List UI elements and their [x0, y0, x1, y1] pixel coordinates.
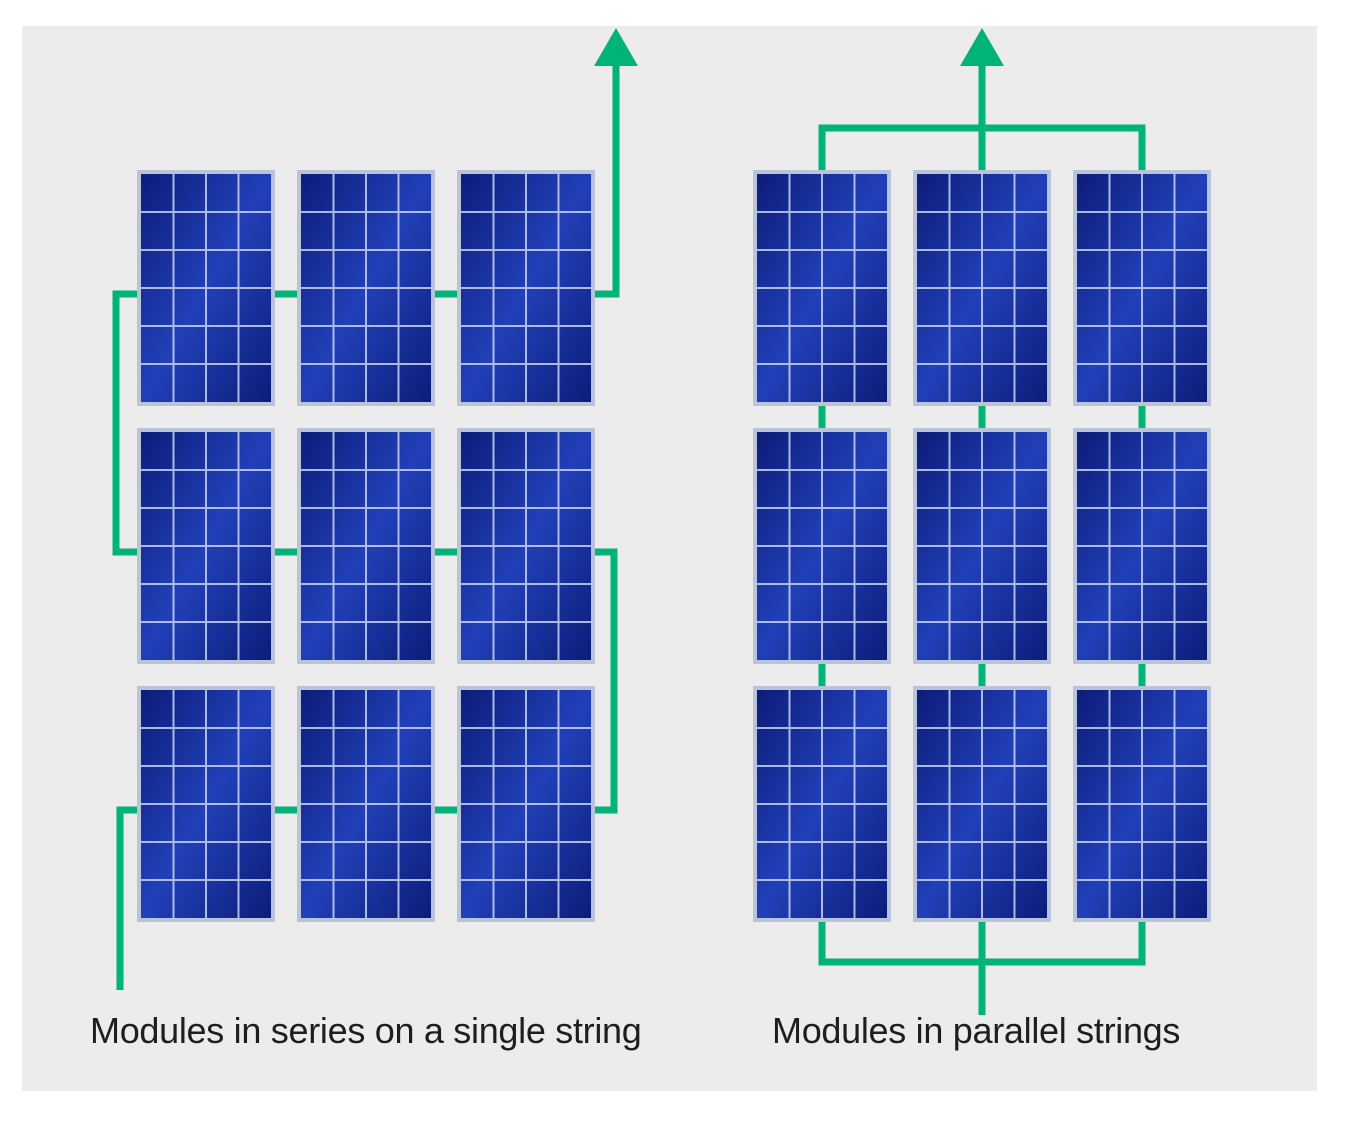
solar-panel — [457, 428, 595, 664]
solar-panel — [913, 428, 1051, 664]
parallel-panel-array — [753, 170, 1211, 922]
solar-panel — [457, 170, 595, 406]
solar-panel — [137, 428, 275, 664]
series-panel-array — [137, 170, 595, 922]
series-caption: Modules in series on a single string — [90, 1010, 642, 1051]
solar-panel — [297, 686, 435, 922]
solar-panel — [913, 686, 1051, 922]
arrow-up-icon — [594, 28, 638, 66]
series-link — [112, 290, 137, 556]
input-lead — [116, 806, 137, 990]
parallel-caption: Modules in parallel strings — [772, 1010, 1181, 1051]
series-link — [595, 548, 618, 814]
solar-panel — [297, 170, 435, 406]
solar-panel — [297, 428, 435, 664]
solar-panel — [753, 686, 891, 922]
solar-panel — [457, 686, 595, 922]
output-arrows — [594, 28, 1004, 66]
solar-panel — [753, 428, 891, 664]
solar-panel — [1073, 428, 1211, 664]
solar-panel — [753, 170, 891, 406]
arrow-up-icon — [960, 28, 1004, 66]
series-wiring — [112, 66, 620, 990]
output-lead — [595, 66, 620, 298]
solar-panel — [1073, 170, 1211, 406]
solar-panel — [1073, 686, 1211, 922]
solar-panel — [913, 170, 1051, 406]
parallel-wiring — [818, 66, 1146, 1015]
solar-panel — [137, 686, 275, 922]
solar-panel — [137, 170, 275, 406]
